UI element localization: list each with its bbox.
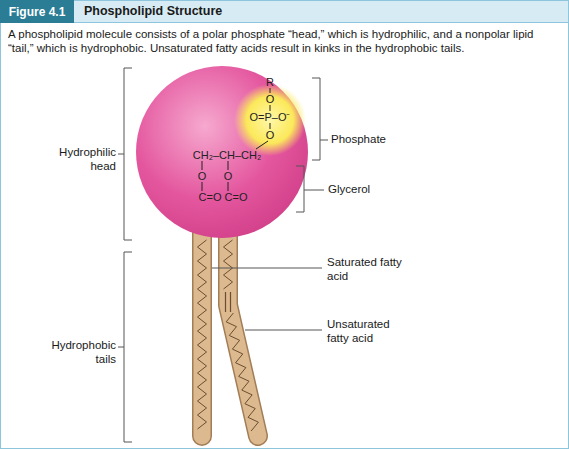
part-label: Saturated fatty acid — [327, 256, 407, 284]
bond — [228, 161, 229, 170]
chemical-symbol: CH₂–CH–CH₂ — [193, 150, 261, 161]
leader-line — [245, 330, 322, 331]
bond — [270, 105, 271, 111]
leader-line — [212, 268, 322, 269]
chemical-symbol: O — [198, 171, 207, 182]
figure-number: Figure 4.1 — [9, 5, 66, 19]
carbon-chain — [226, 313, 258, 431]
carbon-chain — [224, 240, 233, 289]
chemical-bonds — [202, 88, 270, 191]
double-bond — [225, 292, 226, 312]
bond — [228, 182, 229, 191]
figure-title: Phospholipid Structure — [84, 4, 222, 19]
bond — [270, 88, 271, 93]
part-label: Phosphate — [331, 133, 421, 147]
part-label: Unsaturated fatty acid — [327, 318, 407, 346]
head-bracket — [118, 68, 132, 240]
part-label: Hydrophobic tails — [40, 339, 116, 367]
bond — [270, 123, 271, 129]
chemical-symbol: O — [224, 171, 233, 182]
bond — [202, 182, 203, 191]
bond — [202, 161, 203, 170]
chemical-symbol: R — [266, 77, 274, 88]
part-label: Hydrophilic head — [40, 146, 116, 174]
header-band — [1, 1, 569, 23]
phosphate-glow — [234, 84, 306, 156]
figure-caption: A phospholipid molecule consists of a po… — [8, 28, 561, 56]
tails-bracket — [118, 252, 132, 442]
hydrophilic-head — [136, 66, 308, 238]
chemical-symbol: O — [266, 130, 275, 141]
chemical-symbol: O=P–O⁻ — [250, 112, 291, 123]
carbon-chain — [198, 240, 207, 429]
part-label: Glycerol — [328, 183, 418, 197]
glycerol-bracket — [296, 166, 324, 212]
phosphate-bracket — [312, 78, 328, 160]
chemical-symbol: C=O — [199, 192, 222, 203]
chemical-symbol: O — [266, 94, 275, 105]
brackets — [118, 68, 328, 442]
chemical-symbol: C=O — [225, 192, 248, 203]
figure-number-box: Figure 4.1 — [0, 0, 74, 23]
bond — [256, 141, 268, 149]
double-bond — [230, 292, 231, 312]
